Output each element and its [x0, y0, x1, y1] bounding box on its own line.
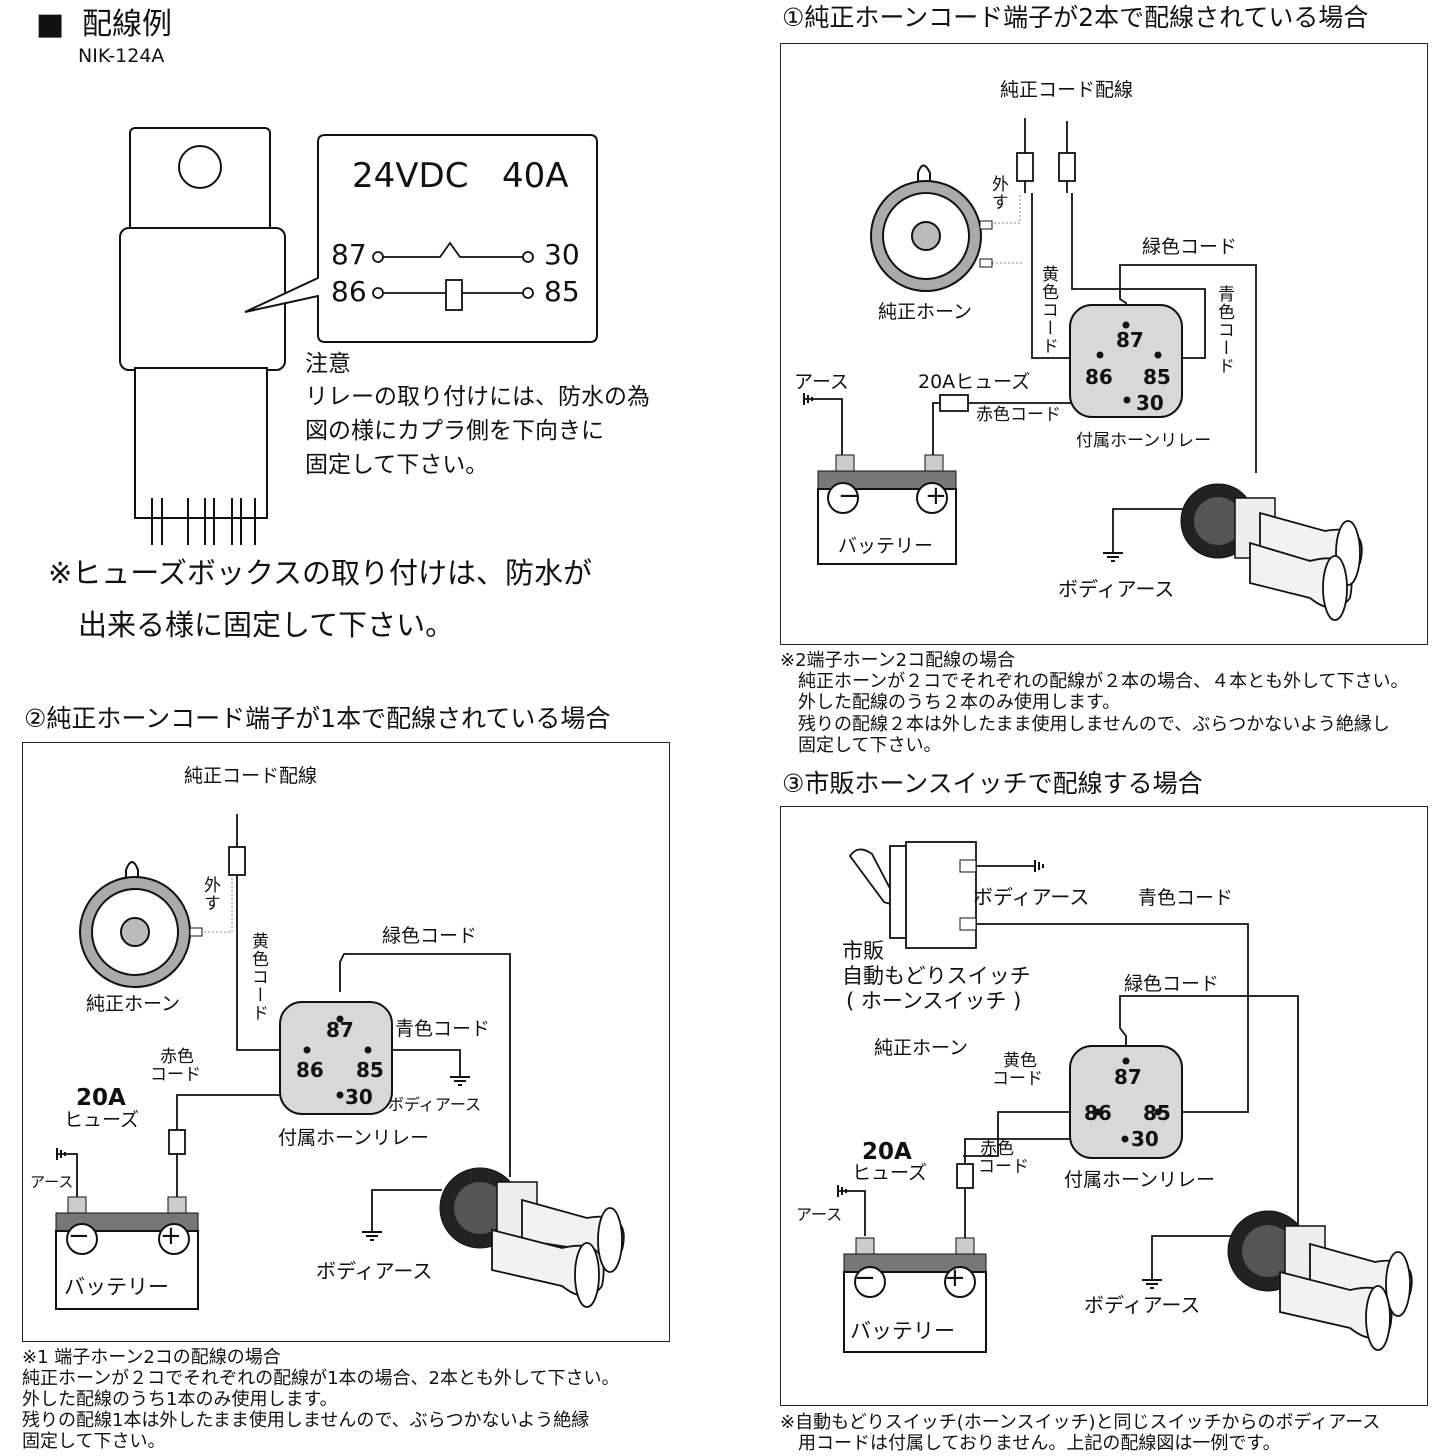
s3-battery-label: バッテリー	[850, 1319, 955, 1343]
s2-battery-minus: −	[68, 1221, 90, 1251]
s1-genuine-horn-label: 純正ホーン	[878, 301, 973, 323]
s1-earth-label: アース	[794, 371, 849, 393]
s1-yellow-cord-label: 黄色コード	[1038, 265, 1058, 355]
s1-blue-cord-label: 青色コード	[1214, 285, 1234, 375]
s1-relay-t30: 30	[1136, 391, 1164, 415]
section2-wiring-diagram	[55, 814, 625, 1310]
s1-genuine-wiring-label: 純正コード配線	[1000, 79, 1134, 101]
relay-rating-current: 40A	[502, 156, 569, 196]
header-bullet: ■	[36, 7, 65, 42]
s3-fuse-20a: 20A	[862, 1139, 912, 1165]
s3-relay-name: 付属ホーンリレー	[1064, 1169, 1216, 1191]
terminal-85: 85	[544, 275, 580, 308]
s1-battery-plus: +	[925, 481, 947, 511]
s2-red-cord-label-bottom: コード	[150, 1065, 201, 1085]
s3-green-cord-label: 緑色コード	[1124, 973, 1220, 995]
s3-relay-t87: 87	[1114, 1065, 1142, 1089]
s1-note: 固定して下さい。	[780, 735, 942, 756]
s3-fuse-word: ヒューズ	[852, 1162, 928, 1184]
s3-battery-minus: −	[854, 1263, 876, 1293]
page-title: 配線例	[82, 7, 172, 42]
s1-note: 外した配線のうち２本のみ使用します。	[780, 692, 1121, 713]
fuse-note-line: ※ヒューズボックスの取り付けは、防水が	[48, 556, 592, 590]
s1-note: 残りの配線２本は外したまま使用しませんので、ぶらつかないよう絶縁し	[780, 714, 1390, 735]
s3-relay-t86: 86	[1084, 1101, 1112, 1125]
s2-note: 純正ホーンが２コでそれぞれの配線が1本の場合、2本とも外して下さい。	[22, 1368, 620, 1389]
s3-genuine-horn-label: 純正ホーン	[874, 1037, 969, 1059]
s2-body-earth-label: ボディアース	[316, 1259, 433, 1283]
s1-battery-minus: −	[838, 481, 860, 511]
s3-blue-cord-label: 青色コード	[1138, 887, 1234, 909]
s2-yellow-cord-label: 黄色コード	[248, 932, 268, 1022]
s2-fuse-20a: 20A	[76, 1085, 126, 1111]
s3-body-earth-label: ボディアース	[1084, 1293, 1201, 1317]
s3-earth-label: アース	[796, 1205, 843, 1224]
s2-blue-cord-label: 青色コード	[395, 1018, 491, 1040]
s3-battery-plus: +	[944, 1263, 966, 1293]
s2-battery-plus: +	[160, 1221, 182, 1251]
relay-rating-voltage: 24VDC	[352, 156, 469, 196]
s1-remove-label: 外す	[988, 175, 1008, 211]
section2-title: ②純正ホーンコード端子が1本で配線されている場合	[24, 704, 611, 733]
s2-earth-label: アース	[30, 1173, 74, 1191]
s2-relay-name: 付属ホーンリレー	[278, 1127, 430, 1149]
s2-note: 固定して下さい。	[22, 1431, 166, 1452]
caution-line: 図の様にカプラ側を下向きに	[305, 418, 604, 444]
s1-green-cord-label: 緑色コード	[1142, 236, 1238, 258]
section3-title: ③市販ホーンスイッチで配線する場合	[782, 769, 1203, 798]
terminal-30: 30	[544, 238, 580, 271]
section3-wiring-diagram	[837, 841, 1413, 1353]
s3-note: ※自動もどりスイッチ(ホーンスイッチ)と同じスイッチからのボディアース	[780, 1412, 1381, 1433]
terminal-87: 87	[331, 238, 367, 271]
model-number: NIK-124A	[78, 45, 165, 67]
s1-relay-name: 付属ホーンリレー	[1076, 431, 1212, 451]
s1-relay-t86: 86	[1085, 365, 1113, 389]
s2-body-earth-small: ボディアース	[388, 1095, 482, 1114]
s2-genuine-wiring-label: 純正コード配線	[184, 765, 318, 787]
s2-note: 残りの配線1本は外したまま使用しませんので、ぶらつかないよう絶縁	[22, 1410, 590, 1431]
terminal-86: 86	[331, 275, 367, 308]
s1-red-cord-label: 赤色コード	[976, 405, 1061, 425]
s3-note: 用コードは付属しておりません。上記の配線図は一例です。	[780, 1433, 1281, 1454]
s3-yellow-cord-label-bottom: コード	[992, 1069, 1043, 1089]
caution-line: リレーの取り付けには、防水の為	[305, 384, 650, 410]
s1-relay-t85: 85	[1143, 365, 1171, 389]
s2-green-cord-label: 緑色コード	[382, 925, 478, 947]
s3-switch-label-3: ( ホーンスイッチ )	[846, 989, 1022, 1013]
section1-title: ①純正ホーンコード端子が2本で配線されている場合	[782, 3, 1369, 32]
s3-relay-t30: 30	[1131, 1127, 1159, 1151]
s1-fuse-label: 20Aヒューズ	[918, 371, 1031, 393]
s3-red-cord-label-top: 赤色	[980, 1139, 1014, 1159]
caution-line: 固定して下さい。	[305, 452, 489, 478]
s2-relay-t86: 86	[296, 1058, 324, 1082]
s1-note: 純正ホーンが２コでそれぞれの配線が２本の場合、４本とも外して下さい。	[780, 671, 1409, 692]
s2-relay-t85: 85	[356, 1058, 384, 1082]
section1-wiring-diagram	[803, 118, 1363, 621]
s2-relay-t87: 87	[326, 1018, 354, 1042]
s3-switch-label-2: 自動もどりスイッチ	[842, 964, 1031, 988]
relay-illustration	[119, 127, 598, 545]
caution-title: 注意	[305, 351, 351, 377]
s3-red-cord-label-bottom: コード	[978, 1157, 1029, 1177]
s1-battery-label: バッテリー	[838, 535, 934, 557]
s1-body-earth-label: ボディアース	[1058, 577, 1175, 601]
s2-fuse-word: ヒューズ	[64, 1109, 140, 1131]
s3-yellow-cord-label-top: 黄色	[1003, 1051, 1037, 1071]
s3-switch-label-1: 市販	[842, 939, 884, 963]
s2-genuine-horn-label: 純正ホーン	[86, 993, 181, 1015]
s3-relay-t85: 85	[1143, 1101, 1171, 1125]
s2-note: ※1 端子ホーン2コの配線の場合	[22, 1347, 281, 1368]
s2-red-cord-label-top: 赤色	[160, 1047, 194, 1067]
s1-note: ※2端子ホーン2コ配線の場合	[780, 650, 1016, 671]
s2-battery-label: バッテリー	[64, 1275, 169, 1299]
s2-note: 外した配線のうち1本のみ使用します。	[22, 1389, 338, 1410]
s2-relay-t30: 30	[345, 1085, 373, 1109]
s1-relay-t87: 87	[1116, 328, 1144, 352]
fuse-note-line: 出来る様に固定して下さい。	[78, 608, 455, 642]
s2-remove-label: 外す	[200, 876, 220, 912]
s3-body-earth-switch-label: ボディアース	[973, 885, 1090, 909]
